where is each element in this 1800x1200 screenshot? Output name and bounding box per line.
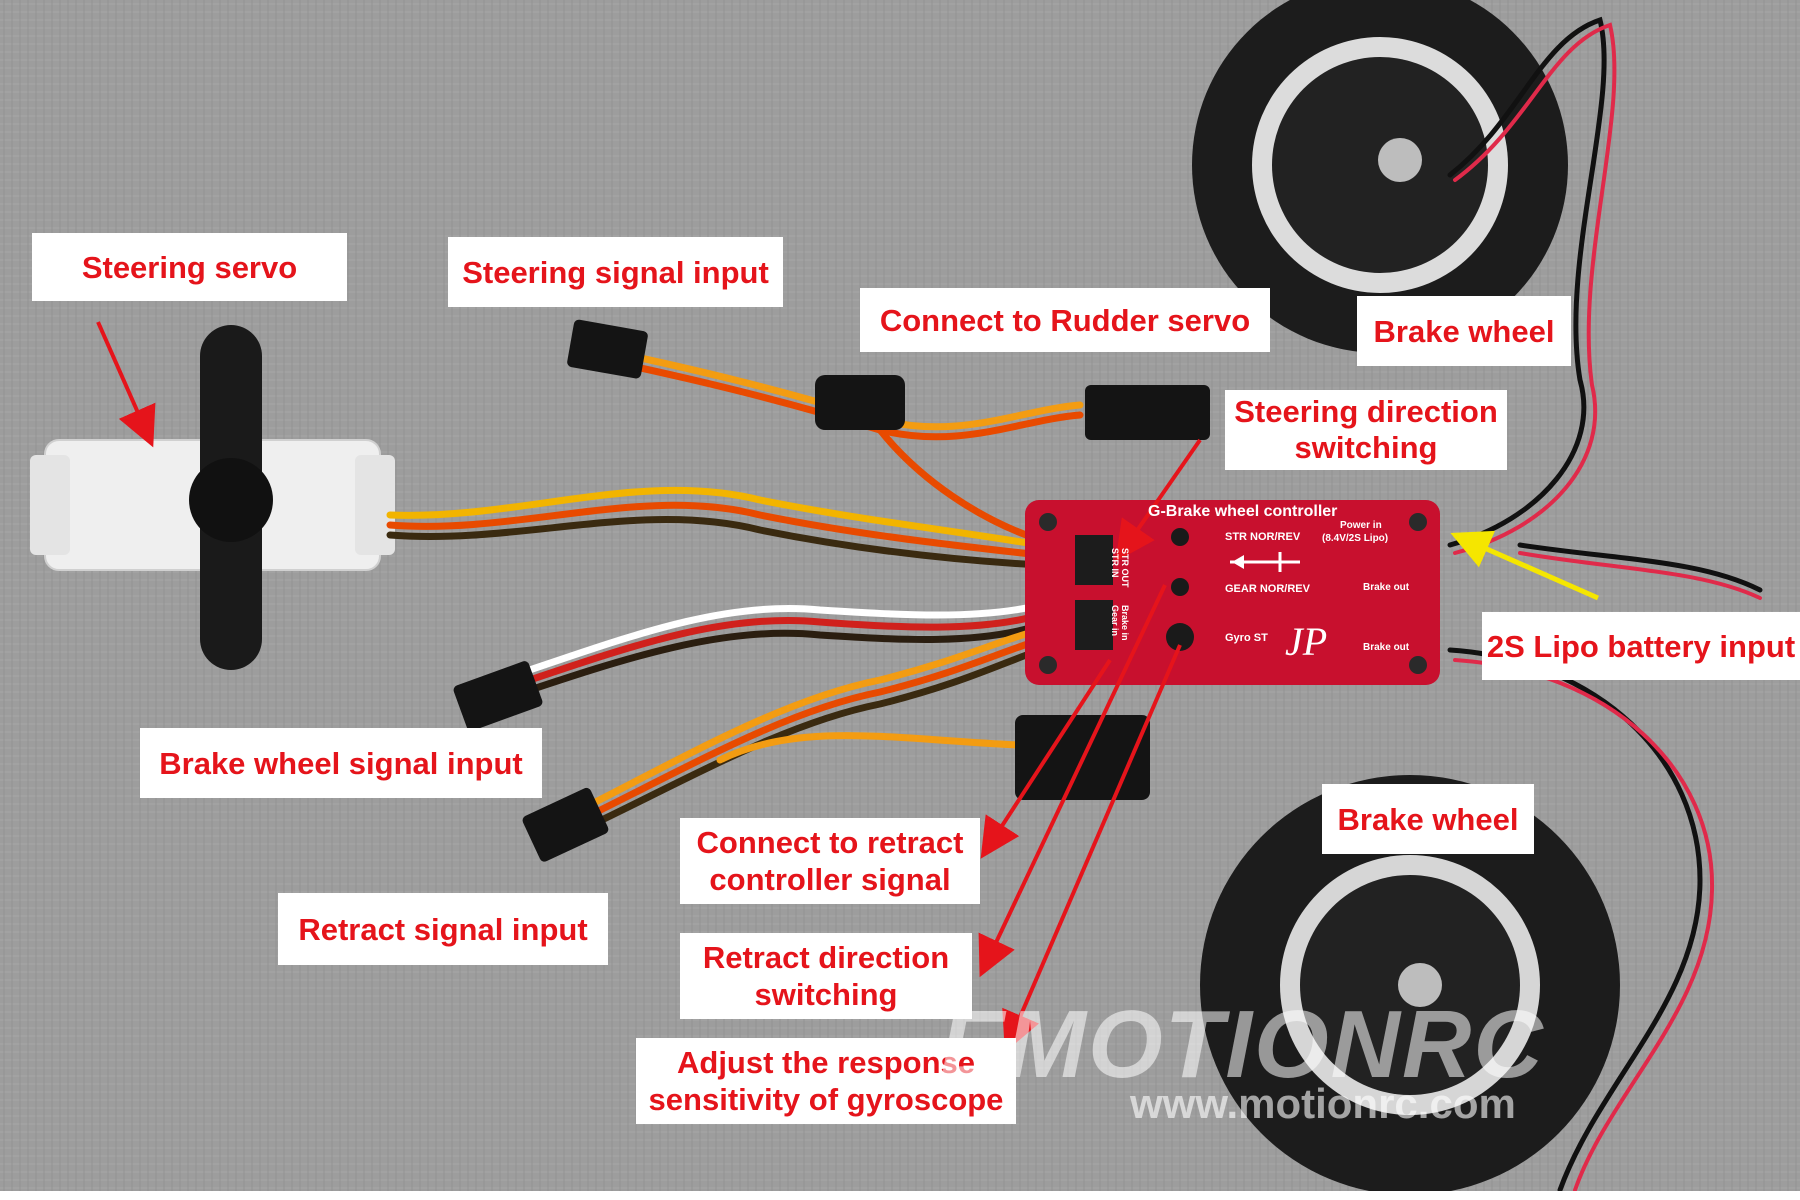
arrow-steering-direction [1115, 438, 1202, 562]
board-str-out: STR OUT [1120, 548, 1130, 588]
board-str-norrev: STR NOR/REV [1225, 531, 1301, 543]
label-steering-signal-input: Steering signal input [448, 237, 783, 307]
board-power-in: Power in [1340, 520, 1382, 531]
watermark-brand: EMOTIONRC [940, 991, 1545, 1098]
board-brake-in: Brake in [1120, 605, 1130, 641]
arrow-battery-input [1450, 530, 1600, 601]
arrow-retract-signal [980, 658, 1112, 859]
board-gear-norrev: GEAR NOR/REV [1225, 583, 1310, 595]
board-gyro-st: Gyro ST [1225, 632, 1268, 644]
connectors [453, 319, 1210, 862]
board-brake-out-2: Brake out [1363, 642, 1410, 653]
arrow-gyro-adjust [1002, 644, 1182, 1053]
board-brake-out-1: Brake out [1363, 582, 1410, 593]
label-connect-rudder-servo: Connect to Rudder servo [860, 288, 1270, 352]
brake-wheel-bottom [1200, 775, 1620, 1191]
arrow-steering-servo [96, 321, 156, 448]
wheel-wires [1447, 16, 1763, 1191]
steering-servo [30, 325, 395, 670]
board-str-in: STR IN [1110, 548, 1120, 578]
board-title: G-Brake wheel controller [1148, 503, 1338, 520]
label-retract-signal-input: Retract signal input [278, 893, 608, 965]
watermark-url: www.motionrc.com [1130, 1080, 1516, 1127]
brake-wheel-top [1192, 0, 1568, 353]
label-battery-input: 2S Lipo battery input [1482, 612, 1800, 680]
label-steering-servo: Steering servo [32, 233, 347, 301]
board-logo: JP [1285, 619, 1328, 664]
label-brake-wheel-signal-input: Brake wheel signal input [140, 728, 542, 798]
board-power-spec: (8.4V/2S Lipo) [1322, 533, 1389, 544]
label-brake-wheel-top: Brake wheel [1357, 296, 1571, 366]
label-brake-wheel-bottom: Brake wheel [1322, 784, 1534, 854]
arrow-retract-direction [978, 584, 1167, 978]
callout-arrows [96, 321, 1202, 1053]
board-gear-in: Gear in [1110, 605, 1120, 637]
